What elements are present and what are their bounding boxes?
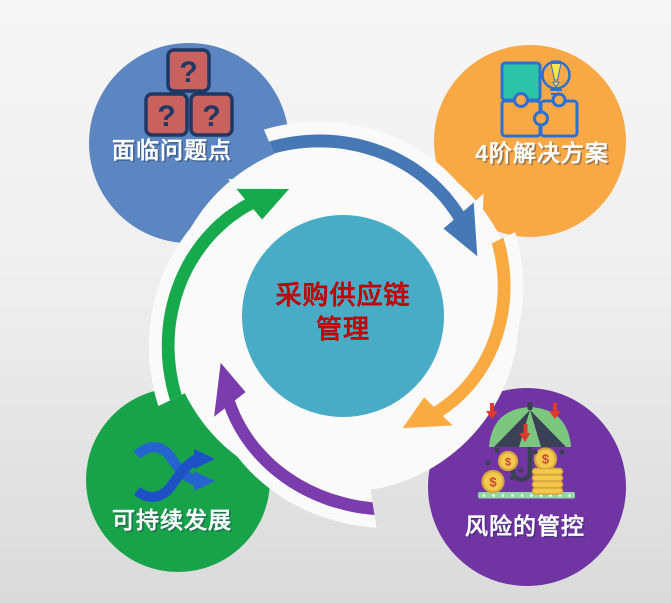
cycle-arrows	[161, 134, 511, 515]
label-shadow: 可持续发展	[114, 509, 234, 535]
node-label-solutions: 4阶解决方案	[475, 140, 609, 166]
dollar-glyphs: $ $ $	[489, 452, 550, 490]
node-labels: 面临问题点 面临问题点 4阶解决方案 4阶解决方案 可持续发展 可持续发展 风险…	[112, 137, 611, 541]
down-arrows	[486, 403, 561, 442]
puzzle-tab	[513, 92, 529, 108]
node-label-sustainability: 可持续发展	[112, 507, 232, 533]
question-tile	[166, 48, 211, 93]
canopy-dark-panel	[494, 410, 530, 447]
cycle-arrow-purple	[214, 362, 375, 515]
lightbulb-icon	[541, 60, 571, 95]
center-title-line1: 采购供应链	[275, 280, 410, 310]
coin	[481, 469, 505, 494]
cycle-arrow-orange	[402, 237, 511, 429]
arrow-casing-purple	[203, 354, 377, 528]
bulb-filament-dot	[552, 81, 560, 88]
bulb-base	[550, 89, 562, 95]
bulb-filament	[550, 63, 562, 81]
puzzle-pieces	[500, 61, 579, 138]
scatter-dots	[485, 447, 565, 481]
question-tiles-icon: ? ? ?	[144, 48, 234, 137]
shuffle-band-down	[133, 442, 199, 486]
question-tile	[144, 92, 189, 137]
puzzle-lightbulb-icon	[500, 60, 579, 138]
base-dots	[482, 494, 571, 497]
question-glyph: ?	[157, 100, 175, 133]
arrow-casing-orange	[394, 232, 524, 435]
coins	[481, 447, 558, 494]
dollar-glyph: $	[505, 457, 511, 469]
shuffle-arrows-icon	[133, 442, 215, 502]
puzzle-tab	[533, 110, 549, 127]
label-shadow: 4阶解决方案	[477, 142, 611, 168]
center-circle	[242, 215, 444, 417]
cycle-arrow-blue	[269, 134, 478, 257]
question-tile	[189, 92, 234, 137]
shuffle-head-up	[194, 449, 215, 469]
cycle-arrow-green	[161, 188, 290, 401]
umbrella-money-icon: $ $ $	[478, 402, 575, 499]
dollar-glyph: $	[489, 475, 497, 490]
bulb-outline	[541, 60, 571, 90]
dollar-glyph: $	[542, 452, 550, 467]
coin	[497, 450, 519, 472]
question-glyphs: ? ? ?	[157, 56, 220, 133]
node-circle-solutions	[434, 45, 626, 237]
arrow-casing-green	[148, 178, 299, 407]
coin-stack	[531, 467, 564, 495]
canopy-tip	[527, 402, 533, 410]
question-glyph: ?	[202, 100, 220, 133]
node-label-risk: 风险的管控	[465, 513, 585, 539]
node-label-problems: 面临问题点	[112, 137, 232, 163]
label-shadow: 风险的管控	[467, 515, 587, 541]
umbrella-handle	[510, 407, 533, 482]
question-glyph: ?	[179, 56, 197, 89]
label-shadow: 面临问题点	[114, 139, 234, 165]
center-title-line2: 管理	[316, 314, 370, 344]
center-title: 采购供应链 管理	[275, 280, 410, 344]
arrow-casing-blue	[263, 121, 484, 266]
node-circle-risk	[428, 388, 626, 586]
umbrella-canopy	[489, 402, 571, 447]
shuffle-band-up	[133, 454, 200, 502]
question-tiles	[144, 48, 234, 137]
shuffle-head-down	[194, 471, 215, 491]
canopy-dark-panel	[530, 410, 566, 447]
puzzle-tab	[551, 92, 567, 108]
